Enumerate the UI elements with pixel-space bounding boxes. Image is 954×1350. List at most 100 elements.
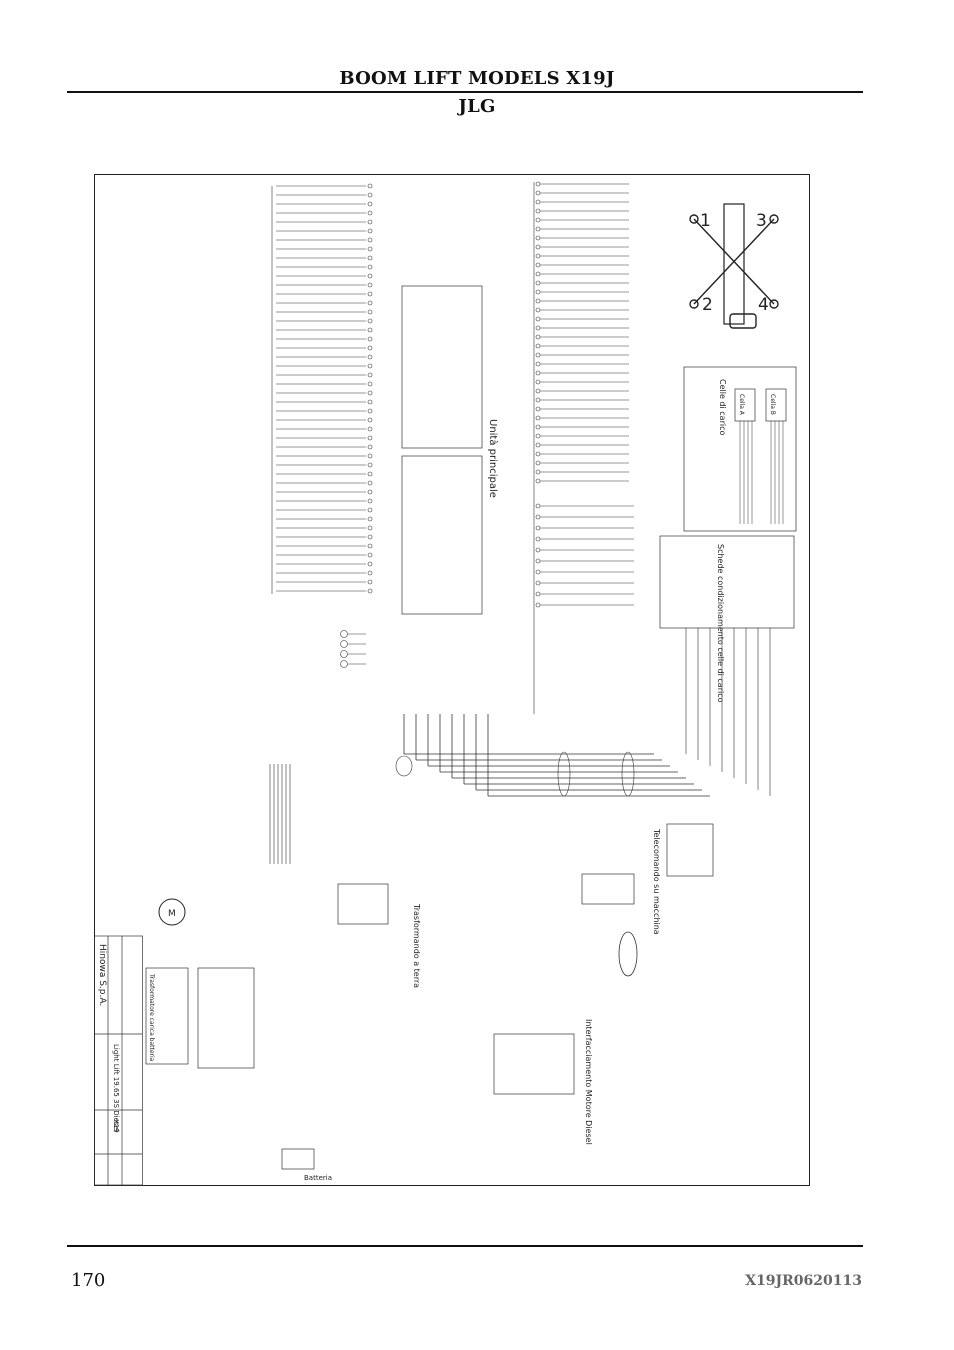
terminal-pin xyxy=(367,498,373,504)
terminal-pin xyxy=(535,503,541,509)
terminal-pin xyxy=(367,489,373,495)
cell-a-box xyxy=(734,388,756,422)
terminal-pin xyxy=(367,372,373,378)
terminal-pin xyxy=(367,417,373,423)
terminal-pin xyxy=(535,262,541,268)
terminal-pin xyxy=(367,588,373,594)
terminal-pin xyxy=(535,397,541,403)
terminal-pin xyxy=(367,336,373,342)
indicator-lamp-icon xyxy=(340,660,348,668)
terminal-pin xyxy=(367,534,373,540)
header-rule xyxy=(67,91,863,93)
remote-handset xyxy=(618,931,638,977)
terminal-pin xyxy=(367,426,373,432)
terminal-pin xyxy=(535,442,541,448)
terminal-pin xyxy=(535,199,541,205)
terminal-pin xyxy=(535,343,541,349)
terminal-pin xyxy=(535,602,541,608)
indicator-lamp-icon xyxy=(340,640,348,648)
diesel-interface-box xyxy=(493,1033,575,1095)
terminal-pin xyxy=(367,345,373,351)
terminal-pin xyxy=(367,399,373,405)
terminal-pin xyxy=(367,381,373,387)
machine-top-view xyxy=(689,203,779,329)
terminal-pin xyxy=(367,543,373,549)
outrigger-1: 1 xyxy=(700,211,711,231)
terminal-pin xyxy=(535,226,541,232)
outrigger-2: 2 xyxy=(702,295,713,315)
load-cells-label: Celle di carico xyxy=(718,379,727,435)
terminal-pin xyxy=(367,201,373,207)
terminal-pin xyxy=(367,192,373,198)
terminal-pin xyxy=(367,273,373,279)
terminal-pin xyxy=(367,327,373,333)
battery-label: Batteria xyxy=(304,1174,332,1182)
terminal-pin xyxy=(535,370,541,376)
terminal-pin xyxy=(367,228,373,234)
svg-text:M: M xyxy=(168,909,176,919)
terminal-pin xyxy=(367,444,373,450)
terminal-pin xyxy=(367,318,373,324)
terminal-pin xyxy=(535,433,541,439)
conditioning-board-label: Schede condizionamento celle di carico xyxy=(716,544,725,703)
terminal-pin xyxy=(367,570,373,576)
terminal-pin xyxy=(535,424,541,430)
page-title: BOOM LIFT MODELS X19J xyxy=(339,68,615,89)
right-output-rows xyxy=(535,181,634,608)
terminal-pin xyxy=(367,219,373,225)
terminal-pin xyxy=(367,210,373,216)
diesel-interface-label: Interfacciamento Motore Diesel xyxy=(584,1019,593,1145)
terminal-pin xyxy=(367,255,373,261)
outrigger-3: 3 xyxy=(756,211,767,231)
terminal-pin xyxy=(367,552,373,558)
harness-wires xyxy=(269,628,771,864)
indicator-lamp-icon xyxy=(340,630,348,638)
terminal-pin xyxy=(367,300,373,306)
terminal-pin xyxy=(367,435,373,441)
terminal-pin xyxy=(535,316,541,322)
remote-label: Telecomando su macchina xyxy=(652,828,661,935)
terminal-pin xyxy=(367,309,373,315)
terminal-pin xyxy=(367,516,373,522)
page-number: 170 xyxy=(71,1270,106,1291)
terminal-pin xyxy=(535,298,541,304)
safety-board-box xyxy=(401,455,483,615)
terminal-pin xyxy=(367,183,373,189)
footer-rule xyxy=(67,1245,863,1247)
terminal-pin xyxy=(367,363,373,369)
terminal-pin xyxy=(535,361,541,367)
document-code: X19JR0620113 xyxy=(745,1273,862,1289)
wiring-schematic: Unità principale 1 2 3 4 Celle di carico… xyxy=(94,174,810,1186)
terminal-pin xyxy=(367,480,373,486)
terminal-pin xyxy=(367,579,373,585)
terminal-pin xyxy=(535,352,541,358)
terminal-pin xyxy=(535,388,541,394)
terminal-pin xyxy=(535,190,541,196)
charger-terminal-box xyxy=(197,967,255,1069)
main-unit-label: Unità principale xyxy=(487,419,499,498)
indicator-lamp-icon xyxy=(340,650,348,658)
terminal-pin xyxy=(535,591,541,597)
cell-a-label: Cella A xyxy=(738,394,745,416)
terminal-pin xyxy=(367,408,373,414)
load-cell-frame xyxy=(683,366,797,532)
terminal-pin xyxy=(535,235,541,241)
ground-transformer-label: Trasformando a terra xyxy=(412,903,421,988)
title-block xyxy=(94,935,143,1186)
remote-plug xyxy=(666,823,714,877)
terminal-pin xyxy=(535,334,541,340)
terminal-pin xyxy=(367,561,373,567)
terminal-pin xyxy=(367,264,373,270)
terminal-pin xyxy=(367,237,373,243)
terminal-pin xyxy=(535,289,541,295)
terminal-pin xyxy=(367,390,373,396)
battery-symbol xyxy=(281,1148,315,1170)
terminal-pin xyxy=(535,525,541,531)
terminal-pin xyxy=(535,406,541,412)
terminal-pin xyxy=(367,453,373,459)
terminal-pin xyxy=(535,325,541,331)
terminal-pin xyxy=(535,244,541,250)
terminal-pin xyxy=(535,460,541,466)
conditioning-board xyxy=(659,535,795,629)
terminal-pin xyxy=(535,514,541,520)
